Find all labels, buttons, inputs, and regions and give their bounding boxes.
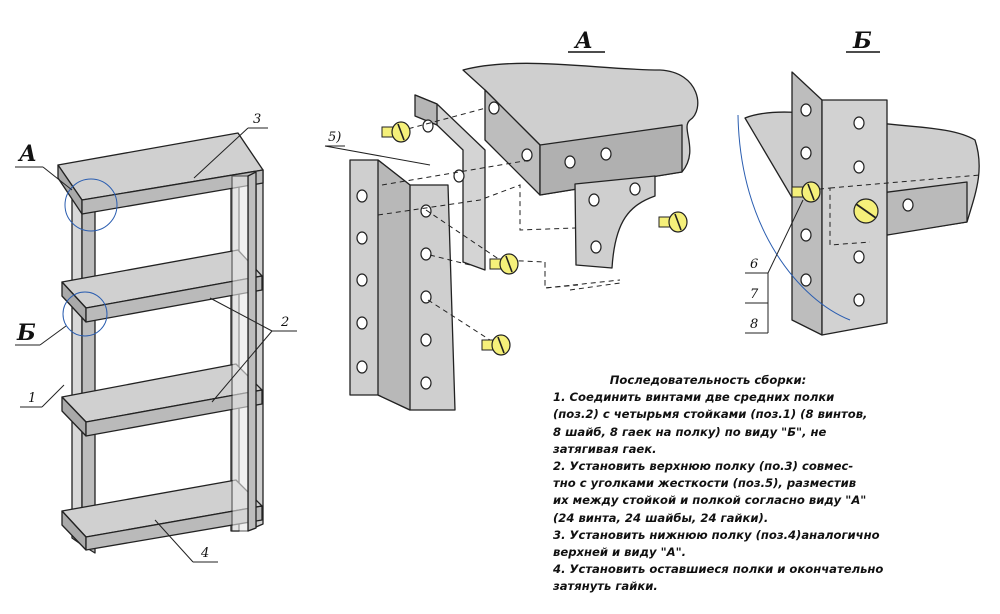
callout-label-b: Б	[16, 320, 36, 346]
pos-label-7: 7	[750, 287, 759, 302]
instruction-line: 1. Соединить винтами две средних полки	[553, 390, 835, 405]
screw-icon	[381, 121, 411, 143]
pos-label-1: 1	[28, 391, 36, 406]
pos-label-4: 4	[200, 546, 209, 561]
instruction-line: (поз.2) с четырьмя стойками (поз.1) (8 в…	[553, 407, 868, 422]
view-a-title: А	[573, 28, 593, 54]
callout-circle-a	[64, 178, 118, 232]
instruction-line: 3. Установить нижнюю полку (поз.4)аналог…	[553, 527, 880, 542]
callout-label-a: А	[17, 141, 37, 167]
shelving-unit	[57, 132, 264, 554]
screw-icon	[481, 334, 511, 356]
bottom-shelf	[61, 479, 263, 551]
screw-icon	[489, 253, 519, 275]
assembly-instructions: Последовательность сборки: 1. Соединить …	[553, 372, 993, 596]
instruction-line: затянуть гайки.	[553, 579, 658, 594]
instruction-line: (24 винта, 24 шайбы, 24 гайки).	[553, 510, 769, 525]
pos-label-3: 3	[253, 112, 261, 127]
instruction-line: 2. Установить верхнюю полку (по.3) совме…	[553, 459, 854, 474]
callout-circle-b	[62, 291, 108, 337]
view-b-detail	[744, 71, 980, 336]
pos-label-2: 2	[280, 315, 289, 330]
view-a-detail	[349, 62, 699, 411]
view-b-boundary	[737, 114, 851, 321]
view-b-title: Б	[852, 28, 872, 54]
screw-head-icon	[853, 198, 879, 224]
pos-label-6: 6	[750, 257, 758, 272]
instructions-title: Последовательность сборки:	[609, 373, 807, 387]
screw-icon	[658, 211, 688, 233]
instruction-line: их между стойкой и полкой согласно виду …	[553, 493, 867, 508]
shelf-2-upper	[61, 249, 263, 323]
instruction-line: 4. Установить оставшиеся полки и окончат…	[553, 562, 884, 577]
instruction-line: верхней и виду "А".	[553, 545, 687, 560]
pos-label-5: 5)	[328, 130, 341, 145]
instruction-line: тно с уголками жесткости (поз.5), размес…	[553, 476, 857, 491]
instruction-line: затягивая гаек.	[553, 441, 657, 456]
instruction-line: 8 шайб, 8 гаек на полку) по виду "Б", не	[553, 424, 827, 439]
shelf-2-lower	[61, 363, 263, 437]
pos-label-8: 8	[750, 317, 758, 332]
